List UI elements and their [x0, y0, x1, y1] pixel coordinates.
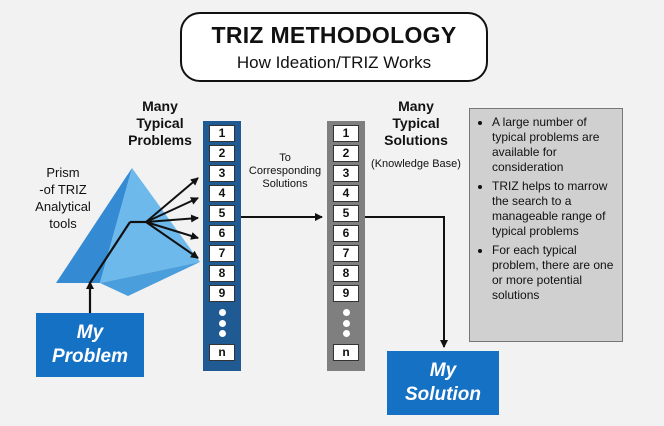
info-bullet: For each typical problem, there are one … [492, 243, 616, 303]
solutions-heading: Many Typical Solutions [384, 98, 448, 148]
solution-item: 7 [333, 245, 359, 262]
problems-heading: Many Typical Problems [128, 98, 192, 148]
title-main: TRIZ METHODOLOGY [211, 22, 457, 48]
problem-item: 2 [209, 145, 235, 162]
problem-item: 6 [209, 225, 235, 242]
problem-item: 4 [209, 185, 235, 202]
solution-item: 9 [333, 285, 359, 302]
info-bullets: A large number of typical problems are a… [478, 115, 616, 303]
solution-item: 6 [333, 225, 359, 242]
problem-item: 3 [209, 165, 235, 182]
solution-item: 8 [333, 265, 359, 282]
prism-label: Prism -of TRIZ Analytical tools [35, 165, 91, 231]
solution-item: 1 [333, 125, 359, 142]
solution-item: n [333, 344, 359, 361]
fan-arrow-3 [145, 214, 199, 223]
fan-arrow-1 [145, 177, 199, 223]
solution-item: 2 [333, 145, 359, 162]
knowledge-base-label: (Knowledge Base) [371, 158, 461, 170]
title-sub: How Ideation/TRIZ Works [236, 53, 432, 72]
problem-item: 5 [209, 205, 235, 222]
arrow-to-my-solution [365, 216, 448, 348]
ellipsis-dots [342, 305, 350, 341]
ellipsis-dots [218, 305, 226, 341]
solution-item: 4 [333, 185, 359, 202]
prism-ray-in [89, 221, 131, 284]
typical-problems-column: 1 2 3 4 5 6 7 8 9 n [203, 121, 241, 371]
typical-solutions-column: 1 2 3 4 5 6 7 8 9 n [327, 121, 365, 371]
problem-item: 1 [209, 125, 235, 142]
fan-arrow-2 [145, 197, 199, 223]
solution-item: 5 [333, 205, 359, 222]
info-bullet: TRIZ helps to marrow the search to a man… [492, 179, 616, 239]
info-box: A large number of typical problems are a… [469, 108, 623, 342]
problem-item: 9 [209, 285, 235, 302]
problem-item: n [209, 344, 235, 361]
fan-arrow-4 [145, 221, 199, 240]
problem-item: 7 [209, 245, 235, 262]
my-solution-box: My Solution [387, 351, 499, 415]
prism-face-bottom [100, 262, 200, 296]
solution-item: 3 [333, 165, 359, 182]
my-problem-box: My Problem [36, 313, 144, 377]
problem-item: 8 [209, 265, 235, 282]
info-bullet: A large number of typical problems are a… [492, 115, 616, 175]
title-box: TRIZ METHODOLOGY How Ideation/TRIZ Works [180, 12, 488, 82]
prism-face-left [56, 168, 132, 283]
connector-label: To Corresponding Solutions [248, 152, 322, 190]
fan-arrow-5 [145, 221, 199, 259]
